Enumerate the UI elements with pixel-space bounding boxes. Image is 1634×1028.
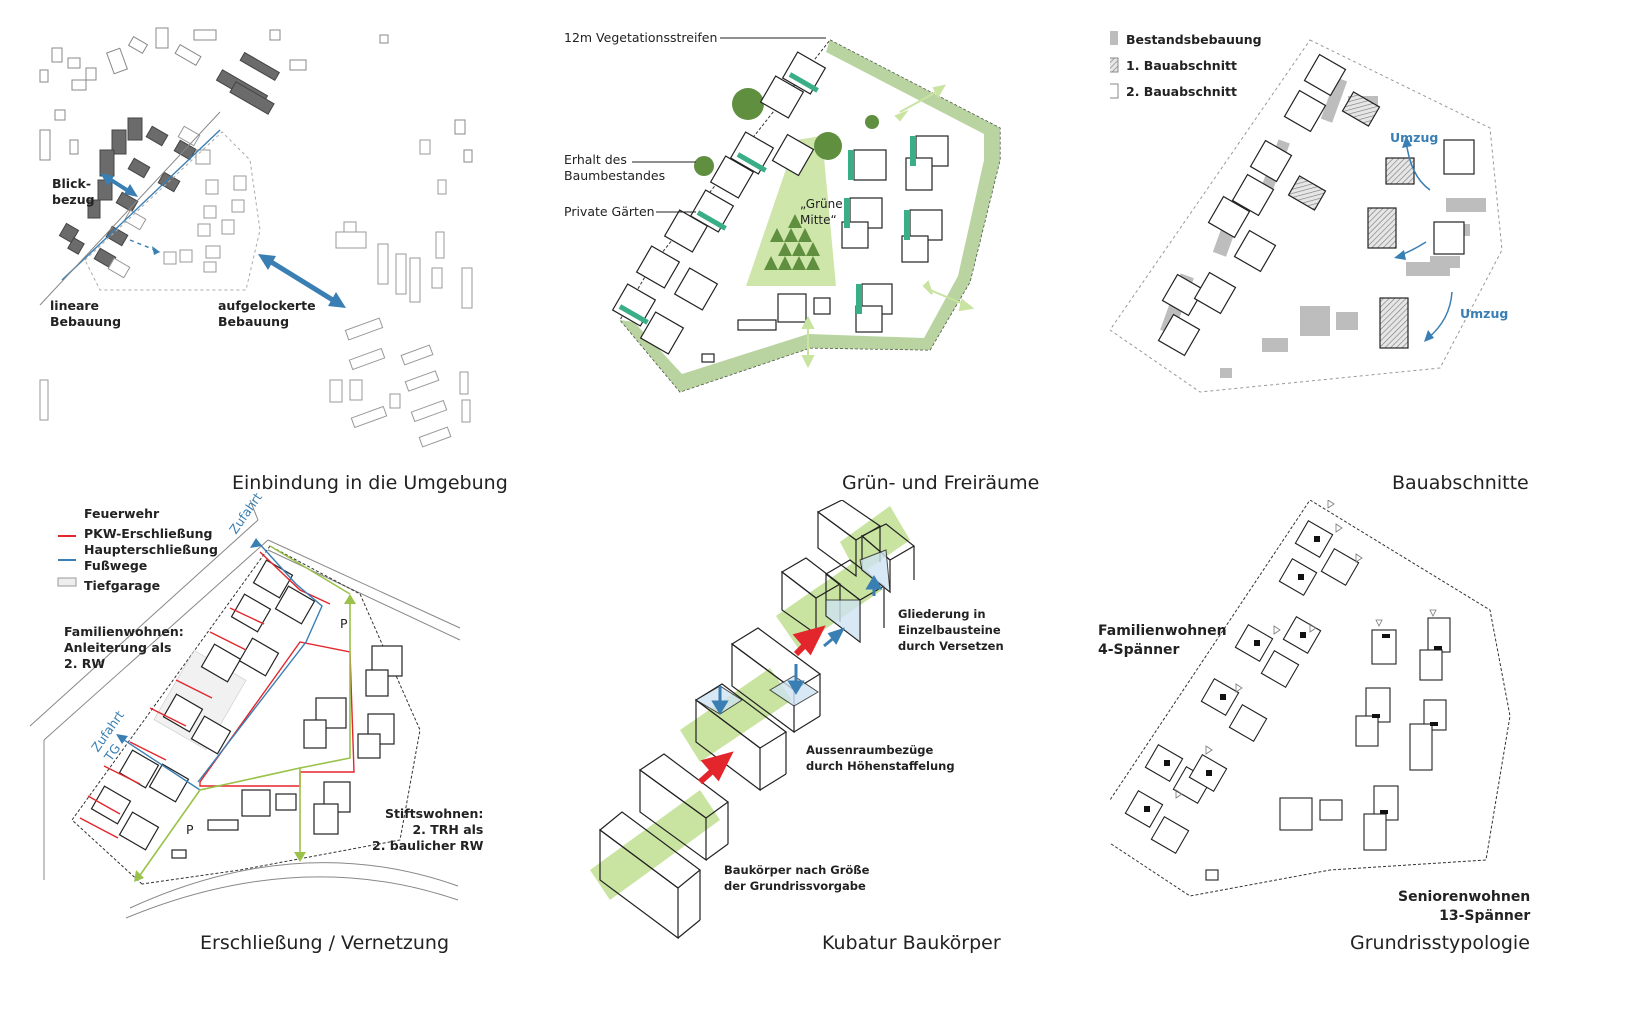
label-umzug-1: Umzug (1390, 130, 1439, 145)
double-arrow-icon (100, 173, 138, 197)
label-baukoerper: Baukörper nach Größe der Grundrissvorgab… (724, 863, 870, 893)
erschliessung-site-plan (29, 500, 461, 919)
label-parking-2: P (186, 822, 194, 837)
label-private-gaerten: Private Gärten (564, 204, 655, 219)
label-familienwohnen-4spaenner: Familienwohnen 4-Spänner (1098, 623, 1227, 658)
panel-kubatur: Gliederung in Einzelbausteine durch Vers… (560, 500, 1080, 1000)
label-stiftswohnen: Stiftswohnen: 2. TRH als 2. baulicher RW (372, 806, 484, 853)
legend-swatch-ba1 (1110, 57, 1119, 73)
label-aussenraum: Aussenraumbezüge durch Höhenstaffelung (806, 743, 955, 773)
label-umzug-2: Umzug (1460, 306, 1509, 321)
panel-bauabschnitte: Bestandsbebauung 1. Bauabschnitt 2. Baua… (1110, 0, 1634, 500)
umgebung-site-plan (39, 27, 473, 448)
legend-swatch-ba2 (1110, 83, 1119, 99)
panel-title-kubatur: Kubatur Baukörper (822, 932, 1001, 954)
panel-grundriss: Familienwohnen 4-Spänner Seniorenwohnen … (1098, 500, 1634, 1000)
panel-erschliessung: Feuerwehr PKW-Erschließung Haupterschlie… (0, 490, 520, 1000)
panel-gruen: 12m Vegetationsstreifen Erhalt des Baumb… (560, 0, 1080, 500)
legend-ba2: 2. Bauabschnitt (1126, 84, 1237, 99)
label-vegetationsstreifen: 12m Vegetationsstreifen (564, 30, 718, 45)
double-arrow-icon (258, 254, 346, 308)
legend-feuerwehr: Feuerwehr (84, 506, 160, 521)
label-blickbezug: Blick- bezug (52, 176, 95, 207)
gruen-site-plan (611, 37, 1001, 393)
bauabschnitte-site-plan (1110, 31, 1503, 393)
legend-bestand: Bestandsbebauung (1126, 32, 1262, 47)
label-gruene-mitte: „Grüne Mitte“ (800, 197, 843, 227)
label-parking-1: P (340, 616, 348, 631)
label-seniorenwohnen-13spaenner: Seniorenwohnen 13-Spänner (1398, 889, 1531, 924)
label-lineare-bebauung: lineare Bebauung (50, 298, 122, 329)
label-familienwohnen: Familienwohnen: Anleiterung als 2. RW (64, 624, 184, 671)
grundriss-site-plan (1110, 500, 1511, 897)
legend-swatch-bestand (1110, 31, 1118, 45)
panel-title-erschliessung: Erschließung / Vernetzung (200, 932, 450, 954)
legend-ba1: 1. Bauabschnitt (1126, 58, 1237, 73)
panel-title-umgebung: Einbindung in die Umgebung (232, 472, 508, 494)
panel-title-gruen: Grün- und Freiräume (842, 472, 1040, 494)
legend-fussweg: Haupterschließung Fußwege (84, 542, 218, 573)
panel-title-grundriss: Grundrisstypologie (1350, 932, 1530, 954)
legend-tiefgarage: Tiefgarage (84, 578, 161, 593)
kubatur-diagram (590, 500, 916, 940)
label-erhalt-baumbestand: Erhalt des Baumbestandes (564, 152, 666, 183)
legend-pkw: PKW-Erschließung (84, 526, 213, 541)
label-gliederung: Gliederung in Einzelbausteine durch Vers… (898, 607, 1004, 653)
panel-title-bauabschnitte: Bauabschnitte (1392, 472, 1529, 494)
panel-umgebung: Blick- bezug lineare Bebauung aufgelocke… (0, 0, 520, 500)
label-aufgelockerte-bebauung: aufgelockerte Bebauung (218, 298, 316, 329)
legend-swatch-tiefgarage (57, 577, 77, 587)
